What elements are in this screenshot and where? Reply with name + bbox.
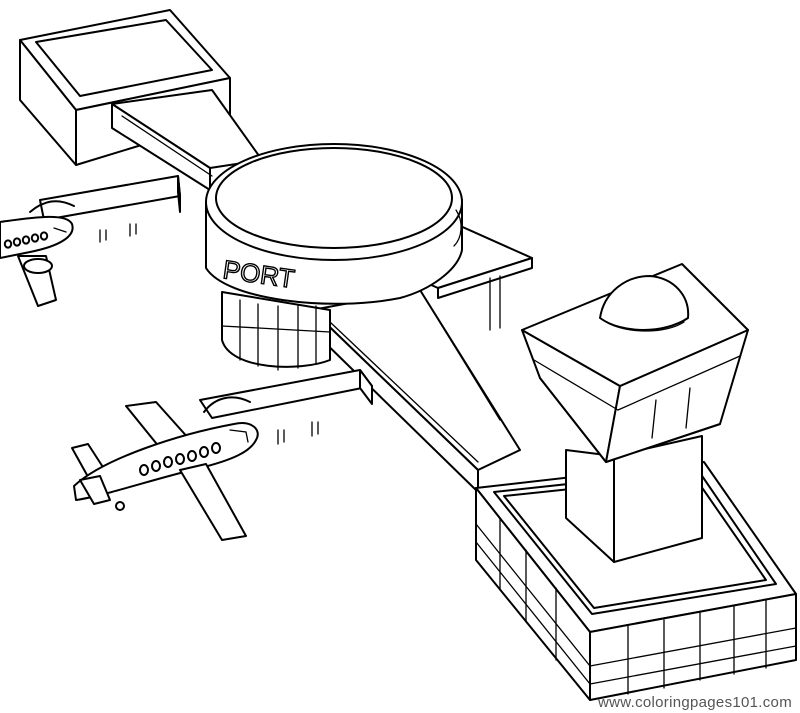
- lower-jet-bridge: [199, 369, 373, 445]
- upper-jet-bridge: [29, 175, 181, 243]
- upper-airplane: [0, 215, 74, 307]
- lower-airplane: [71, 401, 259, 541]
- rotunda-ring: PORT: [205, 143, 463, 305]
- upper-concourse: [111, 89, 263, 191]
- lower-concourse: [311, 289, 521, 493]
- watermark: www.coloringpages101.com: [598, 694, 792, 711]
- rotunda-base: [221, 291, 331, 371]
- control-tower-cab: [521, 263, 749, 463]
- control-tower-shaft: [565, 435, 703, 563]
